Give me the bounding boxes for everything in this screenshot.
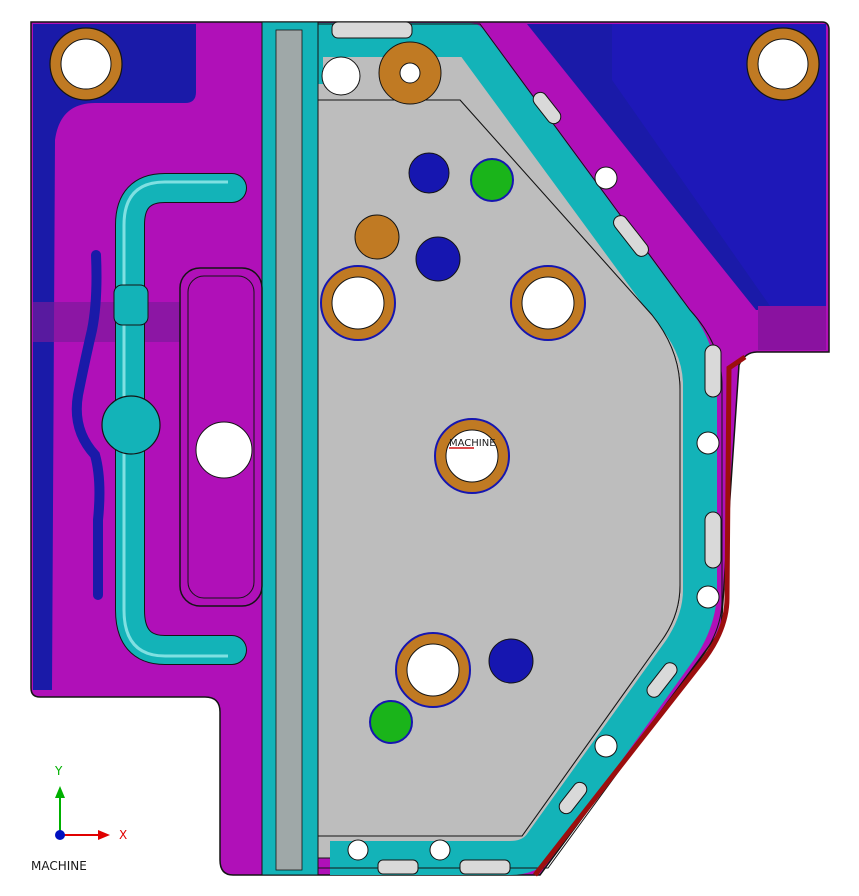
cavity-bushings	[320, 41, 586, 708]
machine-origin-label: MACHINE	[449, 438, 496, 449]
parting-band	[33, 302, 188, 342]
hole	[347, 839, 369, 861]
perimeter-channel-outer-edge	[290, 23, 723, 869]
bolt-hole	[757, 38, 809, 90]
x-axis-arrow	[98, 830, 110, 840]
bushing-hole	[521, 276, 575, 330]
cooling-loop-fitting	[101, 395, 161, 455]
bushing-hole	[331, 276, 385, 330]
hole	[594, 734, 618, 758]
y-axis-label: Y	[54, 764, 63, 778]
side-recess-inner	[187, 275, 255, 599]
reference-face-top-left	[33, 24, 196, 690]
x-axis-label: X	[119, 828, 127, 842]
axis-triad: Y X	[54, 764, 127, 842]
slot	[558, 781, 588, 815]
perimeter-cooling-channel	[289, 23, 717, 875]
slot	[704, 344, 722, 398]
slot-bottom	[377, 859, 419, 875]
recess-hole	[195, 421, 253, 479]
slot	[532, 91, 562, 125]
slot	[704, 511, 722, 569]
hole	[594, 166, 618, 190]
slot-bottom	[459, 859, 511, 875]
perimeter-slots	[331, 21, 722, 875]
cooling-loop-coupler	[113, 284, 149, 326]
blue-pin	[488, 638, 534, 684]
view-caption: MACHINE	[31, 859, 87, 873]
corner-bolts	[49, 27, 820, 101]
hole	[429, 839, 451, 861]
hole	[696, 585, 720, 609]
blue-pins	[408, 152, 534, 684]
slot	[613, 215, 649, 257]
origin-dot	[55, 830, 65, 840]
small-bushing	[354, 214, 400, 260]
secondary-channel	[71, 250, 105, 600]
bushing-hole	[399, 62, 421, 84]
green-pin	[470, 158, 514, 202]
left-channel-groove	[275, 29, 303, 871]
channel-holes	[321, 56, 720, 861]
step-face-right	[758, 306, 826, 350]
y-axis-arrow	[55, 786, 65, 798]
hole	[696, 431, 720, 455]
green-pin	[369, 700, 413, 744]
blue-pin	[415, 236, 461, 282]
slot-top	[331, 21, 413, 39]
bushing-hole	[406, 643, 460, 697]
slot	[646, 662, 678, 698]
hole	[321, 56, 361, 96]
green-pins	[369, 158, 514, 744]
bolt-hole	[60, 38, 112, 90]
blue-pin	[408, 152, 450, 194]
edge-highlight	[533, 354, 747, 877]
bushing-hole	[445, 429, 499, 483]
